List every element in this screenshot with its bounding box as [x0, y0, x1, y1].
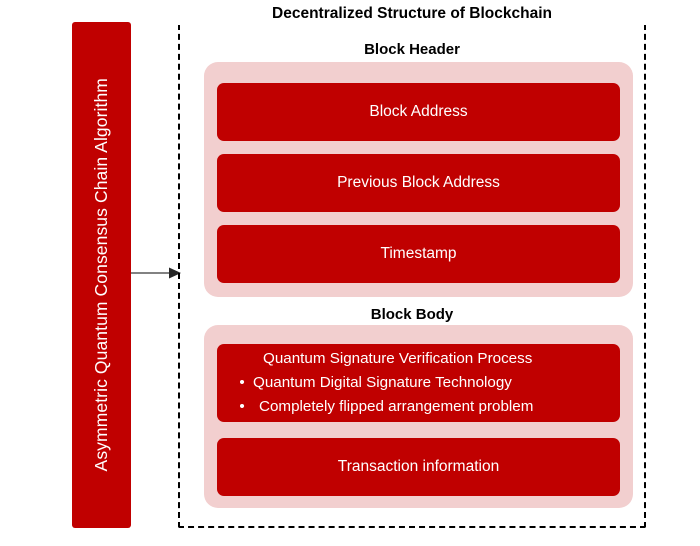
bullet-icon: • — [239, 374, 245, 391]
block-address-label: Block Address — [369, 103, 468, 120]
quantum-signature-line: Quantum Signature Verification Process — [231, 347, 620, 371]
quantum-signature-line-text: Quantum Signature Verification Process — [263, 350, 533, 367]
timestamp-box[interactable]: Timestamp — [217, 225, 620, 283]
quantum-signature-line-text: Quantum Digital Signature Technology — [253, 374, 512, 391]
transaction-information-box[interactable]: Transaction information — [217, 438, 620, 496]
quantum-signature-line-text: Completely flipped arrangement problem — [259, 398, 534, 415]
previous-block-address-label: Previous Block Address — [337, 174, 500, 191]
previous-block-address-box[interactable]: Previous Block Address — [217, 154, 620, 212]
container-title-text: Decentralized Structure of Blockchain — [265, 5, 559, 22]
flow-arrow-icon — [131, 267, 181, 279]
quantum-signature-verification-box[interactable]: Quantum Signature Verification Process •… — [217, 344, 620, 422]
quantum-signature-line: • Completely flipped arrangement problem — [231, 395, 620, 419]
quantum-signature-line: • Quantum Digital Signature Technology — [231, 371, 620, 395]
bullet-icon: • — [239, 398, 245, 415]
timestamp-label: Timestamp — [380, 245, 457, 262]
quantum-signature-line-list: Quantum Signature Verification Process •… — [217, 347, 620, 419]
block-body-section-title: Block Body — [370, 306, 454, 323]
container-title: Decentralized Structure of Blockchain — [178, 3, 646, 25]
block-header-section-title: Block Header — [364, 41, 460, 58]
transaction-information-label: Transaction information — [337, 458, 500, 475]
block-address-box[interactable]: Block Address — [217, 83, 620, 141]
algorithm-bar-label: Asymmetric Quantum Consensus Chain Algor… — [90, 78, 111, 472]
algorithm-vertical-bar: Asymmetric Quantum Consensus Chain Algor… — [72, 22, 131, 528]
